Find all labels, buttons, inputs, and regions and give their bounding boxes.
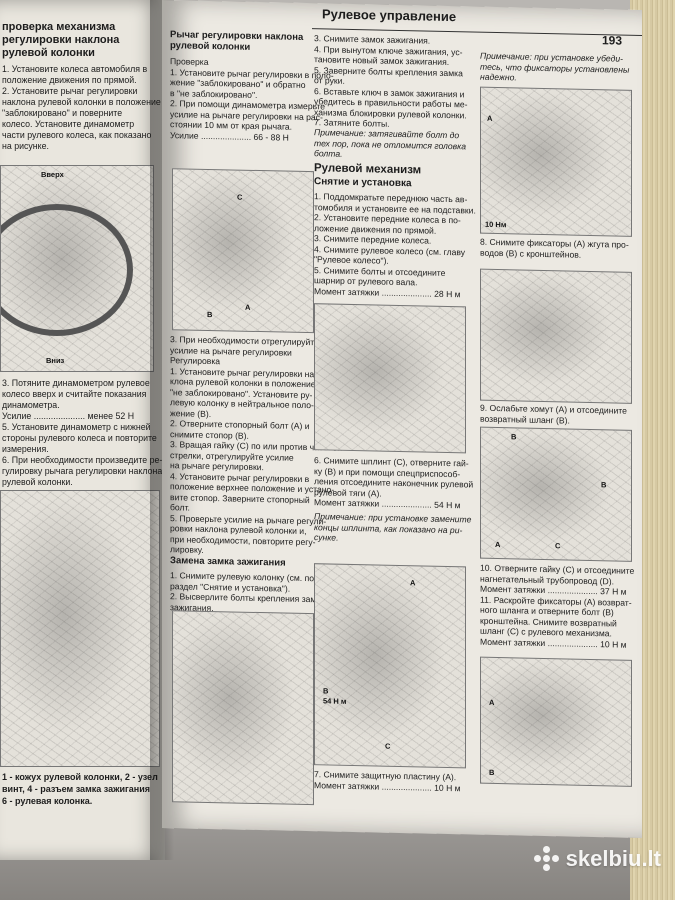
steering-wheel-drawing: [1, 204, 133, 336]
text-line: 6 - рулевая колонка.: [2, 796, 93, 806]
text-line: рулевой колонки: [2, 47, 95, 59]
text-line: колесо вверх и считайте показания: [2, 389, 147, 399]
watermark-text: skelbiu.lt: [565, 846, 661, 871]
text-line: рулевой колонки.: [2, 477, 73, 487]
figure-label-a: A: [495, 539, 501, 550]
text-line: динамометра.: [2, 400, 60, 410]
hose-clamp-figure: [480, 268, 632, 404]
text-line: 5. Установите динамометр с нижней: [2, 422, 151, 432]
text-line: Усилие ..................... 66 - 88 Н: [170, 129, 289, 143]
text-line: Момент затяжки ..................... 54 …: [314, 497, 461, 511]
section-title: Рулевое управление: [322, 6, 457, 25]
harness-figure: A 10 Нм: [480, 86, 632, 237]
return-hose-figure: A B: [480, 656, 632, 787]
text-line: винт, 4 - разъем замка зажигания: [2, 784, 150, 794]
text-line: Момент затяжки ..................... 28 …: [314, 285, 461, 299]
text-line: Момент затяжки ..................... 10 …: [480, 636, 627, 650]
text-line: Проверка: [170, 56, 209, 67]
text-line: Рулевой механизм: [314, 162, 422, 177]
text-line: болт.: [170, 502, 190, 513]
figure-label-c: C: [385, 741, 391, 751]
text-line: положение движения по прямой.: [2, 75, 137, 85]
text-line: вите стопор. Заверните стопорный: [170, 491, 310, 505]
text-line: измерения.: [2, 444, 49, 454]
text-line: части рулевого колеса, как показано: [2, 130, 152, 140]
text-line: гулировку рычага регулировки наклона: [2, 466, 163, 476]
ignition-lock-figure: [172, 610, 314, 806]
text-line: наклона рулевой колонки в положение: [2, 97, 161, 107]
steering-column-exploded-figure: [0, 490, 160, 767]
figure-label-c: C: [237, 192, 243, 202]
text-line: 3. Потяните динамометром рулевое: [2, 378, 150, 388]
tie-rod-figure: A B 54 Н м C: [314, 563, 466, 769]
text-line: проверка механизма: [2, 21, 116, 33]
text-line: регулировки наклона: [2, 34, 120, 46]
text-line: 1 - кожух рулевой колонки, 2 - узел: [2, 772, 158, 782]
text-line: Замена замка зажигания: [170, 555, 286, 569]
text-line: лировку.: [170, 544, 204, 555]
text-line: Усилие ..................... менее 52 Н: [2, 411, 135, 421]
text-line: 2. Установите рычаг регулировки: [2, 86, 138, 96]
watermark-logo-icon: [533, 846, 560, 872]
figure-label-c: C: [555, 541, 561, 551]
figure-label-b: B: [323, 686, 329, 696]
figure-label-b-2: B: [601, 480, 607, 490]
figure-label-a: A: [410, 578, 416, 588]
text-line: сунке.: [314, 532, 339, 543]
text-line: надежно.: [480, 71, 517, 83]
steering-joint-figure: [314, 303, 466, 454]
figure-label-a: A: [487, 113, 493, 123]
text-line: Момент затяжки ..................... 10 …: [314, 779, 461, 793]
text-line: водов (B) с кронштейнов.: [480, 247, 582, 260]
torque-label: 54 Н м: [323, 696, 347, 706]
figure-label-down: Вниз: [46, 356, 65, 365]
text-line: Снятие и установка: [314, 176, 412, 190]
right-page: Рулевое управление 193 Рычаг регулировки…: [162, 0, 642, 839]
pressure-line-figure: B A C B: [480, 426, 632, 562]
text-line: на рисунке.: [2, 141, 49, 151]
steering-wheel-figure: Вверх Вниз: [0, 165, 154, 372]
page-number: 193: [602, 33, 623, 48]
figure-label-up: Вверх: [41, 170, 64, 179]
torque-label: 10 Нм: [485, 219, 507, 230]
text-line: рулевой колонки: [170, 40, 251, 53]
text-line: стороны рулевого колеса и повторите: [2, 433, 157, 443]
text-line: колесо. Установите динамометр: [2, 119, 135, 129]
figure-label-b: B: [511, 432, 517, 442]
figure-label-b: B: [207, 309, 213, 320]
text-line: 6. При необходимости произведите ре-: [2, 455, 163, 465]
text-line: "заблокировано" и поверните: [2, 108, 123, 118]
figure-label-b: B: [489, 767, 495, 777]
figure-label-a: A: [245, 302, 251, 312]
text-line: болта.: [314, 148, 343, 159]
site-watermark: skelbiu.lt: [533, 846, 661, 872]
figure-label-a: A: [489, 697, 495, 707]
text-line: возвратный шланг (B).: [480, 413, 570, 426]
tilt-lever-figure: C B A: [172, 168, 314, 334]
text-line: 1. Установите колеса автомобиля в: [2, 64, 148, 74]
text-line: от руки.: [314, 75, 345, 86]
